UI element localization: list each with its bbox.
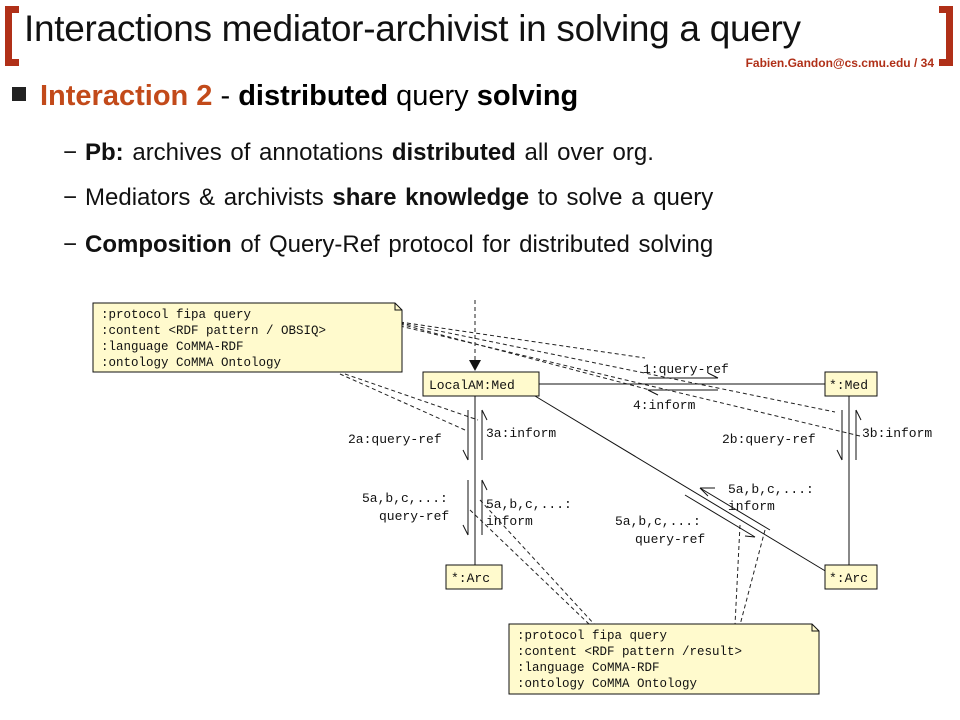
message-label: query-ref	[379, 509, 449, 524]
message-label: query-ref	[635, 532, 705, 547]
message-label: inform	[728, 499, 775, 514]
message-label: 4:inform	[633, 398, 696, 413]
message-label: 5a,b,c,...:	[615, 514, 701, 529]
text: to solve a query	[529, 184, 714, 211]
left-bracket-icon	[5, 6, 19, 66]
text-bold: distributed	[391, 139, 516, 166]
message-label: 2b:query-ref	[722, 432, 816, 447]
message-label: 5a,b,c,...:	[728, 482, 814, 497]
keyword-distributed: distributed	[238, 80, 389, 112]
text: Mediators & archivists	[85, 184, 333, 211]
main-bullet: Interaction 2 - distributed query solvin…	[12, 80, 578, 113]
text-bold: share knowledge	[332, 184, 530, 211]
sub-bullet-2: −Mediators & archivists share knowledge …	[63, 184, 713, 212]
agent-label: LocalAM:Med	[429, 378, 515, 393]
note-line: :protocol fipa query	[517, 629, 668, 643]
dash-icon: −	[63, 231, 78, 258]
agent-arc-right: *:Arc	[824, 564, 878, 590]
message-label: 5a,b,c,...:	[486, 497, 572, 512]
message-label: 1:query-ref	[643, 362, 729, 377]
associations	[474, 383, 850, 573]
agent-label: *:Med	[829, 378, 868, 393]
note-links	[339, 300, 861, 626]
text: all over org.	[515, 139, 654, 166]
message-arrows	[462, 372, 862, 538]
agent-local-med: LocalAM:Med	[422, 371, 540, 397]
author-footer: Fabien.Gandon@cs.cmu.edu / 34	[746, 56, 934, 70]
note-line: :ontology CoMMA Ontology	[101, 356, 282, 370]
slide-title-bar: Interactions mediator-archivist in solvi…	[0, 0, 960, 80]
dash-icon: −	[63, 184, 78, 211]
text: of Query-Ref protocol for distributed so…	[231, 231, 714, 258]
message-label: 3a:inform	[486, 426, 556, 441]
message-label: 2a:query-ref	[348, 432, 442, 447]
keyword-solving: solving	[476, 80, 579, 112]
note-line: :content <RDF pattern /result>	[517, 645, 742, 659]
note-line: :content <RDF pattern / OBSIQ>	[101, 324, 326, 338]
author-email: Fabien.Gandon@cs.cmu.edu	[745, 56, 911, 70]
note-line: :language CoMMA-RDF	[517, 661, 660, 675]
sub-bullet-1: −Pb: archives of annotations distributed…	[63, 139, 654, 167]
dash-icon: −	[63, 139, 78, 166]
word-query: query	[388, 80, 477, 112]
square-bullet-icon	[12, 87, 26, 102]
note-line: :protocol fipa query	[101, 308, 252, 322]
text-bold: Composition	[85, 231, 232, 258]
interaction-label: Interaction 2	[40, 80, 213, 112]
agent-label: *:Arc	[829, 571, 868, 586]
message-label: 5a,b,c,...:	[362, 491, 448, 506]
message-label: 3b:inform	[862, 426, 932, 441]
note-line: :language CoMMA-RDF	[101, 340, 244, 354]
agent-arc-left: *:Arc	[445, 564, 503, 590]
right-bracket-icon	[939, 6, 953, 66]
note-bottom: :protocol fipa query :content <RDF patte…	[508, 623, 820, 695]
sub-bullet-3: −Composition of Query-Ref protocol for d…	[63, 231, 713, 259]
message-label: inform	[486, 514, 533, 529]
note-top: :protocol fipa query :content <RDF patte…	[92, 302, 403, 373]
agent-med: *:Med	[824, 371, 878, 397]
agent-label: *:Arc	[451, 571, 490, 586]
text: archives of annotations	[123, 139, 392, 166]
note-line: :ontology CoMMA Ontology	[517, 677, 698, 691]
page-number: / 34	[913, 56, 934, 70]
arrowhead-icon	[469, 360, 481, 371]
slide-title: Interactions mediator-archivist in solvi…	[24, 8, 801, 49]
text-bold: Pb:	[85, 139, 124, 166]
separator: -	[212, 80, 239, 112]
